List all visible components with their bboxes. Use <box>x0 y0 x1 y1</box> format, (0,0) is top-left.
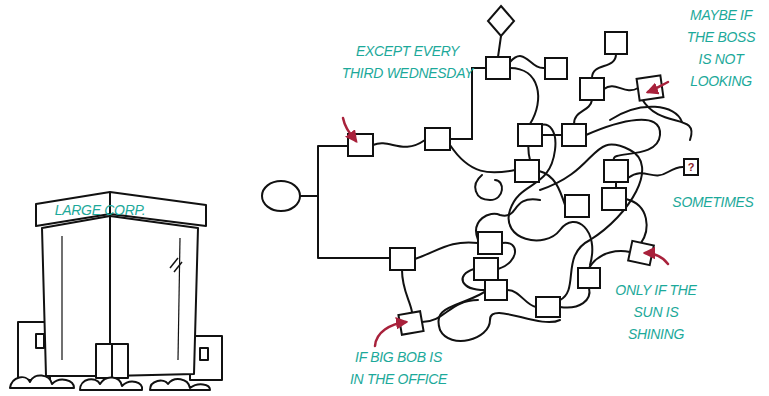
process-box <box>474 258 498 280</box>
process-box <box>605 32 627 54</box>
process-box <box>518 124 542 146</box>
flow-line <box>498 36 501 57</box>
pointer-arrow <box>343 118 356 141</box>
process-box <box>390 248 415 270</box>
flow-line <box>402 270 412 312</box>
process-box <box>486 57 510 79</box>
flow-line <box>610 107 682 122</box>
flow-line <box>574 100 592 124</box>
pointer-arrow <box>645 253 668 264</box>
flow-line <box>438 280 560 341</box>
flow-line <box>415 242 478 259</box>
bush <box>150 379 210 390</box>
annotation-note: ONLY IF THE SUN IS SHINING <box>614 279 698 345</box>
decision-diamond <box>488 6 514 36</box>
flow-line <box>560 288 589 308</box>
pointer-arrow <box>375 322 406 346</box>
door-split <box>111 344 113 378</box>
window <box>36 334 44 348</box>
flow-line <box>507 290 536 307</box>
question-box: ? <box>683 158 699 176</box>
flow-line <box>450 145 515 172</box>
node-text: ? <box>688 161 695 173</box>
process-box <box>515 160 539 182</box>
flow-line <box>604 86 638 90</box>
start-circle <box>262 181 300 211</box>
pointer-arrow <box>648 82 668 92</box>
sign-band <box>36 192 206 226</box>
facade-line <box>61 236 62 360</box>
flow-line <box>592 54 616 78</box>
process-box <box>478 232 502 254</box>
flow-line <box>542 134 562 136</box>
annotation-note: IF BIG BOB IS IN THE OFFICE <box>336 346 461 390</box>
flow-line <box>628 167 683 178</box>
annotation-note: MAYBE IF THE BOSS IS NOT LOOKING <box>682 4 760 92</box>
door <box>96 344 128 378</box>
flow-line <box>422 300 478 322</box>
flow-line <box>510 56 545 68</box>
window <box>200 348 208 360</box>
flow-line <box>589 251 630 268</box>
facade-line <box>178 238 180 360</box>
process-box <box>578 268 600 288</box>
flow-line <box>586 120 660 160</box>
process-box <box>485 280 507 300</box>
glass-glint <box>174 262 182 272</box>
flow-line <box>642 99 692 140</box>
flow-line <box>373 140 425 147</box>
pointer-arrows <box>343 82 668 346</box>
process-box <box>602 188 626 210</box>
process-box <box>536 297 560 317</box>
process-box <box>565 195 589 217</box>
process-box <box>604 160 628 182</box>
flow-line <box>509 125 593 265</box>
bush <box>80 377 142 390</box>
bush <box>10 375 74 388</box>
flow-line <box>300 146 390 258</box>
process-box <box>580 78 604 100</box>
annotation-note: EXCEPT EVERY THIRD WEDNESDAY <box>335 40 480 84</box>
annotation-note: SOMETIMES <box>663 191 763 213</box>
flow-line <box>510 68 538 124</box>
flow-line <box>475 175 502 200</box>
process-box <box>562 124 586 146</box>
flow-shapes <box>262 6 663 335</box>
flow-line <box>626 199 647 243</box>
building-sign: LARGE CORP. <box>45 199 155 221</box>
process-box <box>545 58 567 79</box>
building <box>10 192 222 390</box>
process-box <box>425 128 450 150</box>
flow-line <box>540 145 642 300</box>
glass-glint <box>170 258 178 268</box>
